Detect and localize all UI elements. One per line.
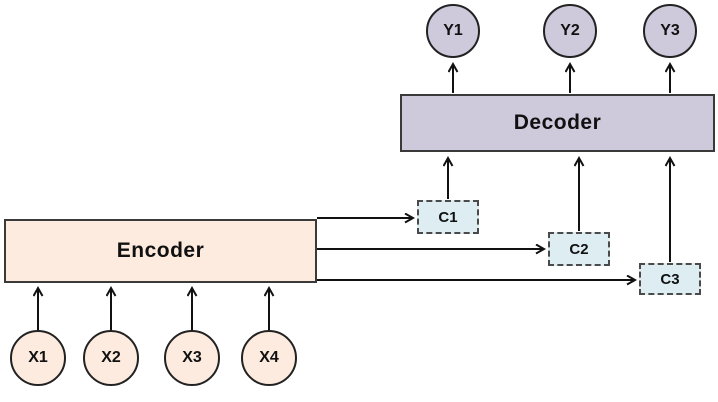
decoder-block: Decoder bbox=[400, 94, 715, 152]
output-node-y1: Y1 bbox=[426, 4, 480, 58]
input-node-x4: X4 bbox=[241, 330, 297, 386]
output-node-y1-label: Y1 bbox=[443, 22, 463, 39]
output-node-y3: Y3 bbox=[643, 4, 697, 58]
input-node-x3-label: X3 bbox=[182, 349, 202, 366]
encoder-block: Encoder bbox=[4, 219, 317, 283]
output-node-y2-label: Y2 bbox=[560, 22, 580, 39]
context-node-c1-label: C1 bbox=[438, 208, 458, 226]
context-node-c3: C3 bbox=[639, 263, 701, 295]
input-node-x1: X1 bbox=[10, 330, 66, 386]
output-node-y2: Y2 bbox=[543, 4, 597, 58]
output-node-y3-label: Y3 bbox=[660, 22, 680, 39]
input-node-x2: X2 bbox=[83, 330, 139, 386]
input-node-x4-label: X4 bbox=[259, 349, 279, 366]
context-node-c3-label: C3 bbox=[660, 270, 680, 288]
context-node-c1: C1 bbox=[417, 200, 479, 234]
encoder-label: Encoder bbox=[116, 239, 205, 262]
input-node-x1-label: X1 bbox=[28, 349, 48, 366]
context-node-c2: C2 bbox=[548, 232, 610, 266]
context-node-c2-label: C2 bbox=[569, 240, 589, 258]
input-node-x3: X3 bbox=[164, 330, 220, 386]
decoder-label: Decoder bbox=[513, 111, 602, 134]
input-node-x2-label: X2 bbox=[101, 349, 121, 366]
